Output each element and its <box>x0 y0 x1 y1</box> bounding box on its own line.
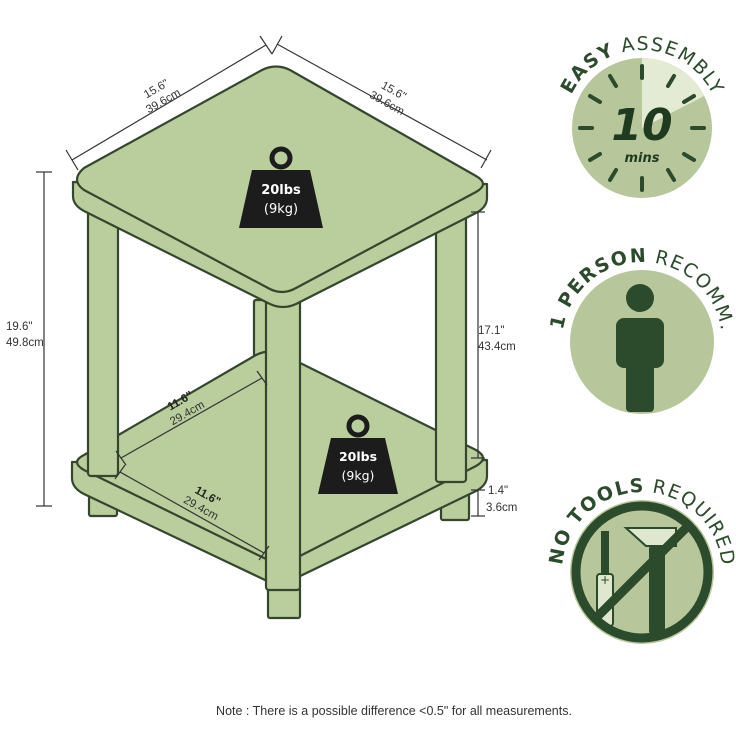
prohibited-ring <box>571 501 713 643</box>
weight-icon-shelf: 20lbs (9kg) <box>318 414 398 494</box>
measurement-note: Note : There is a possible difference <0… <box>216 704 572 718</box>
svg-text:+: + <box>600 573 610 587</box>
table-leg-right <box>434 208 468 484</box>
shelf-weight-capacity: 20lbs <box>339 449 377 464</box>
dimension-lines <box>36 35 492 561</box>
assembly-unit: mins <box>625 151 660 166</box>
prohibited-slash <box>592 522 692 622</box>
assembly-minutes: 10 <box>611 100 672 151</box>
weight-icon-top: 20lbs (9kg) <box>239 146 323 228</box>
table-foot-front <box>266 586 302 620</box>
top-weight-capacity-metric: (9kg) <box>264 202 298 217</box>
foot-height-inches: 1.4" <box>488 485 508 497</box>
timer-progress-wedge <box>642 58 704 128</box>
inner-height-cm: 43.4cm <box>478 341 516 353</box>
no-tools-badge: + NO TOOLS REQUIRED <box>545 475 736 644</box>
top-weight-capacity: 20lbs <box>261 183 301 198</box>
total-height-inches: 19.6" <box>6 321 32 333</box>
table-leg-front <box>264 294 302 592</box>
table-leg-left <box>86 198 120 478</box>
shelf-weight-capacity-metric: (9kg) <box>342 468 375 483</box>
one-person-badge: 1 PERSON RECOMM. <box>546 245 736 414</box>
easy-assembly-badge: 10 mins EASY ASSEMBLY <box>556 33 728 198</box>
inner-height-inches: 17.1" <box>478 325 504 337</box>
foot-height-cm: 3.6cm <box>486 502 517 514</box>
person-icon <box>616 284 664 412</box>
clock-icon <box>578 64 706 192</box>
total-height-cm: 49.8cm <box>6 337 44 349</box>
